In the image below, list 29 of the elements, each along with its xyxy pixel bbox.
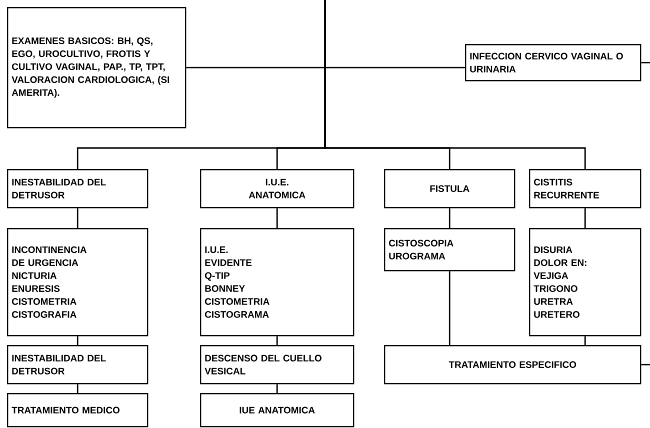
process-box: INESTABILIDAD DEL DETRUSOR <box>7 345 148 384</box>
connector-line <box>584 336 586 345</box>
process-box: I.U.E. ANATOMICA <box>200 169 354 208</box>
process-box: INCONTINENCIA DE URGENCIA NICTURIA ENURESIS CISTOMETRIA CISTOGRAFIA <box>7 228 148 336</box>
process-box: DESCENSO DEL CUELLO VESICAL <box>200 345 354 384</box>
process-box: TRATAMIENTO ESPECIFICO <box>384 345 642 384</box>
process-box: CISTOSCOPIA UROGRAMA <box>384 228 516 272</box>
connector-line <box>448 271 450 345</box>
connector-line <box>76 336 78 345</box>
connector-line <box>584 208 586 228</box>
connector-line <box>276 208 278 228</box>
connector-line <box>76 384 78 393</box>
process-box: IUE ANATOMICA <box>200 393 354 428</box>
process-box: I.U.E. EVIDENTE Q-TIP BONNEY CISTOMETRIA CISTOGRAMA <box>200 228 354 336</box>
process-box: DISURIA DOLOR EN: VEJIGA TRIGONO URETRA URETERO <box>529 228 642 336</box>
process-box: INESTABILIDAD DEL DETRUSOR <box>7 169 148 208</box>
connector-line <box>324 0 586 169</box>
connector-line <box>276 336 278 345</box>
process-box: INFECCION CERVICO VAGINAL O URINARIA <box>465 44 642 82</box>
process-box: TRATAMIENTO MEDICO <box>7 393 148 428</box>
connector-line <box>76 208 78 228</box>
process-box: FISTULA <box>384 169 516 208</box>
connector-line <box>448 208 450 228</box>
process-box: CISTITIS RECURRENTE <box>529 169 642 208</box>
connector-line <box>641 62 650 64</box>
process-box: EXAMENES BASICOS: BH, QS, EGO, UROCULTIVO, FROTIS Y CULTIVO VAGINAL, PAP., TP, TPT, VALORACION CARDIOLOGICA, (SI AMERITA). <box>7 7 186 128</box>
connector-line <box>276 384 278 393</box>
connector-line <box>641 364 650 366</box>
connector-line <box>186 66 465 68</box>
